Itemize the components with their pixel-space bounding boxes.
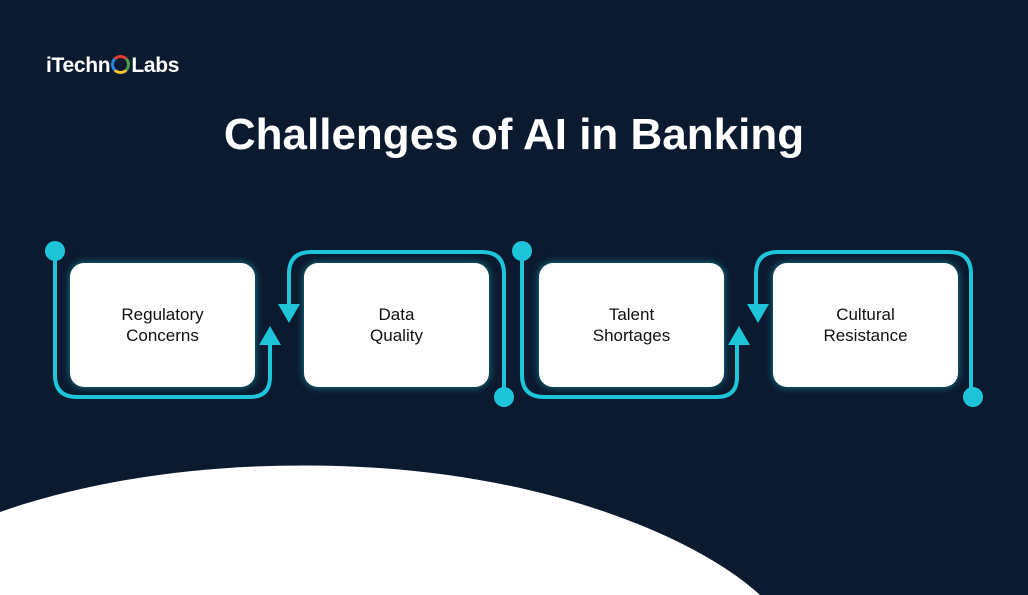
connector-line bbox=[754, 250, 973, 397]
brand-logo: iTechn Labs bbox=[46, 54, 179, 78]
logo-text: iTechn bbox=[46, 54, 111, 77]
bottom-wave bbox=[0, 465, 760, 595]
end-dot-icon bbox=[494, 387, 514, 407]
connector-line bbox=[53, 251, 272, 399]
step-label: Resistance bbox=[823, 326, 908, 345]
logo-text: Labs bbox=[131, 54, 180, 77]
arrow-down-icon bbox=[747, 304, 769, 323]
start-dot-icon bbox=[45, 241, 65, 261]
end-dot-icon bbox=[963, 387, 983, 407]
connector-line bbox=[520, 251, 739, 399]
start-dot-icon bbox=[512, 241, 532, 261]
step-label: Regulatory bbox=[121, 305, 204, 324]
page-title: Challenges of AI in Banking bbox=[223, 110, 805, 159]
arrow-down-icon bbox=[278, 304, 300, 323]
step-label: Concerns bbox=[126, 326, 199, 345]
arrow-up-icon bbox=[259, 326, 281, 345]
step-label: Cultural bbox=[836, 305, 895, 324]
connector-line bbox=[287, 250, 506, 397]
step-label: Quality bbox=[370, 326, 423, 345]
step-label: Shortages bbox=[592, 326, 671, 345]
logo-ring-icon bbox=[111, 55, 131, 74]
arrow-up-icon bbox=[728, 326, 750, 345]
step-label: Data bbox=[378, 305, 415, 324]
step-label: Talent bbox=[608, 305, 655, 324]
